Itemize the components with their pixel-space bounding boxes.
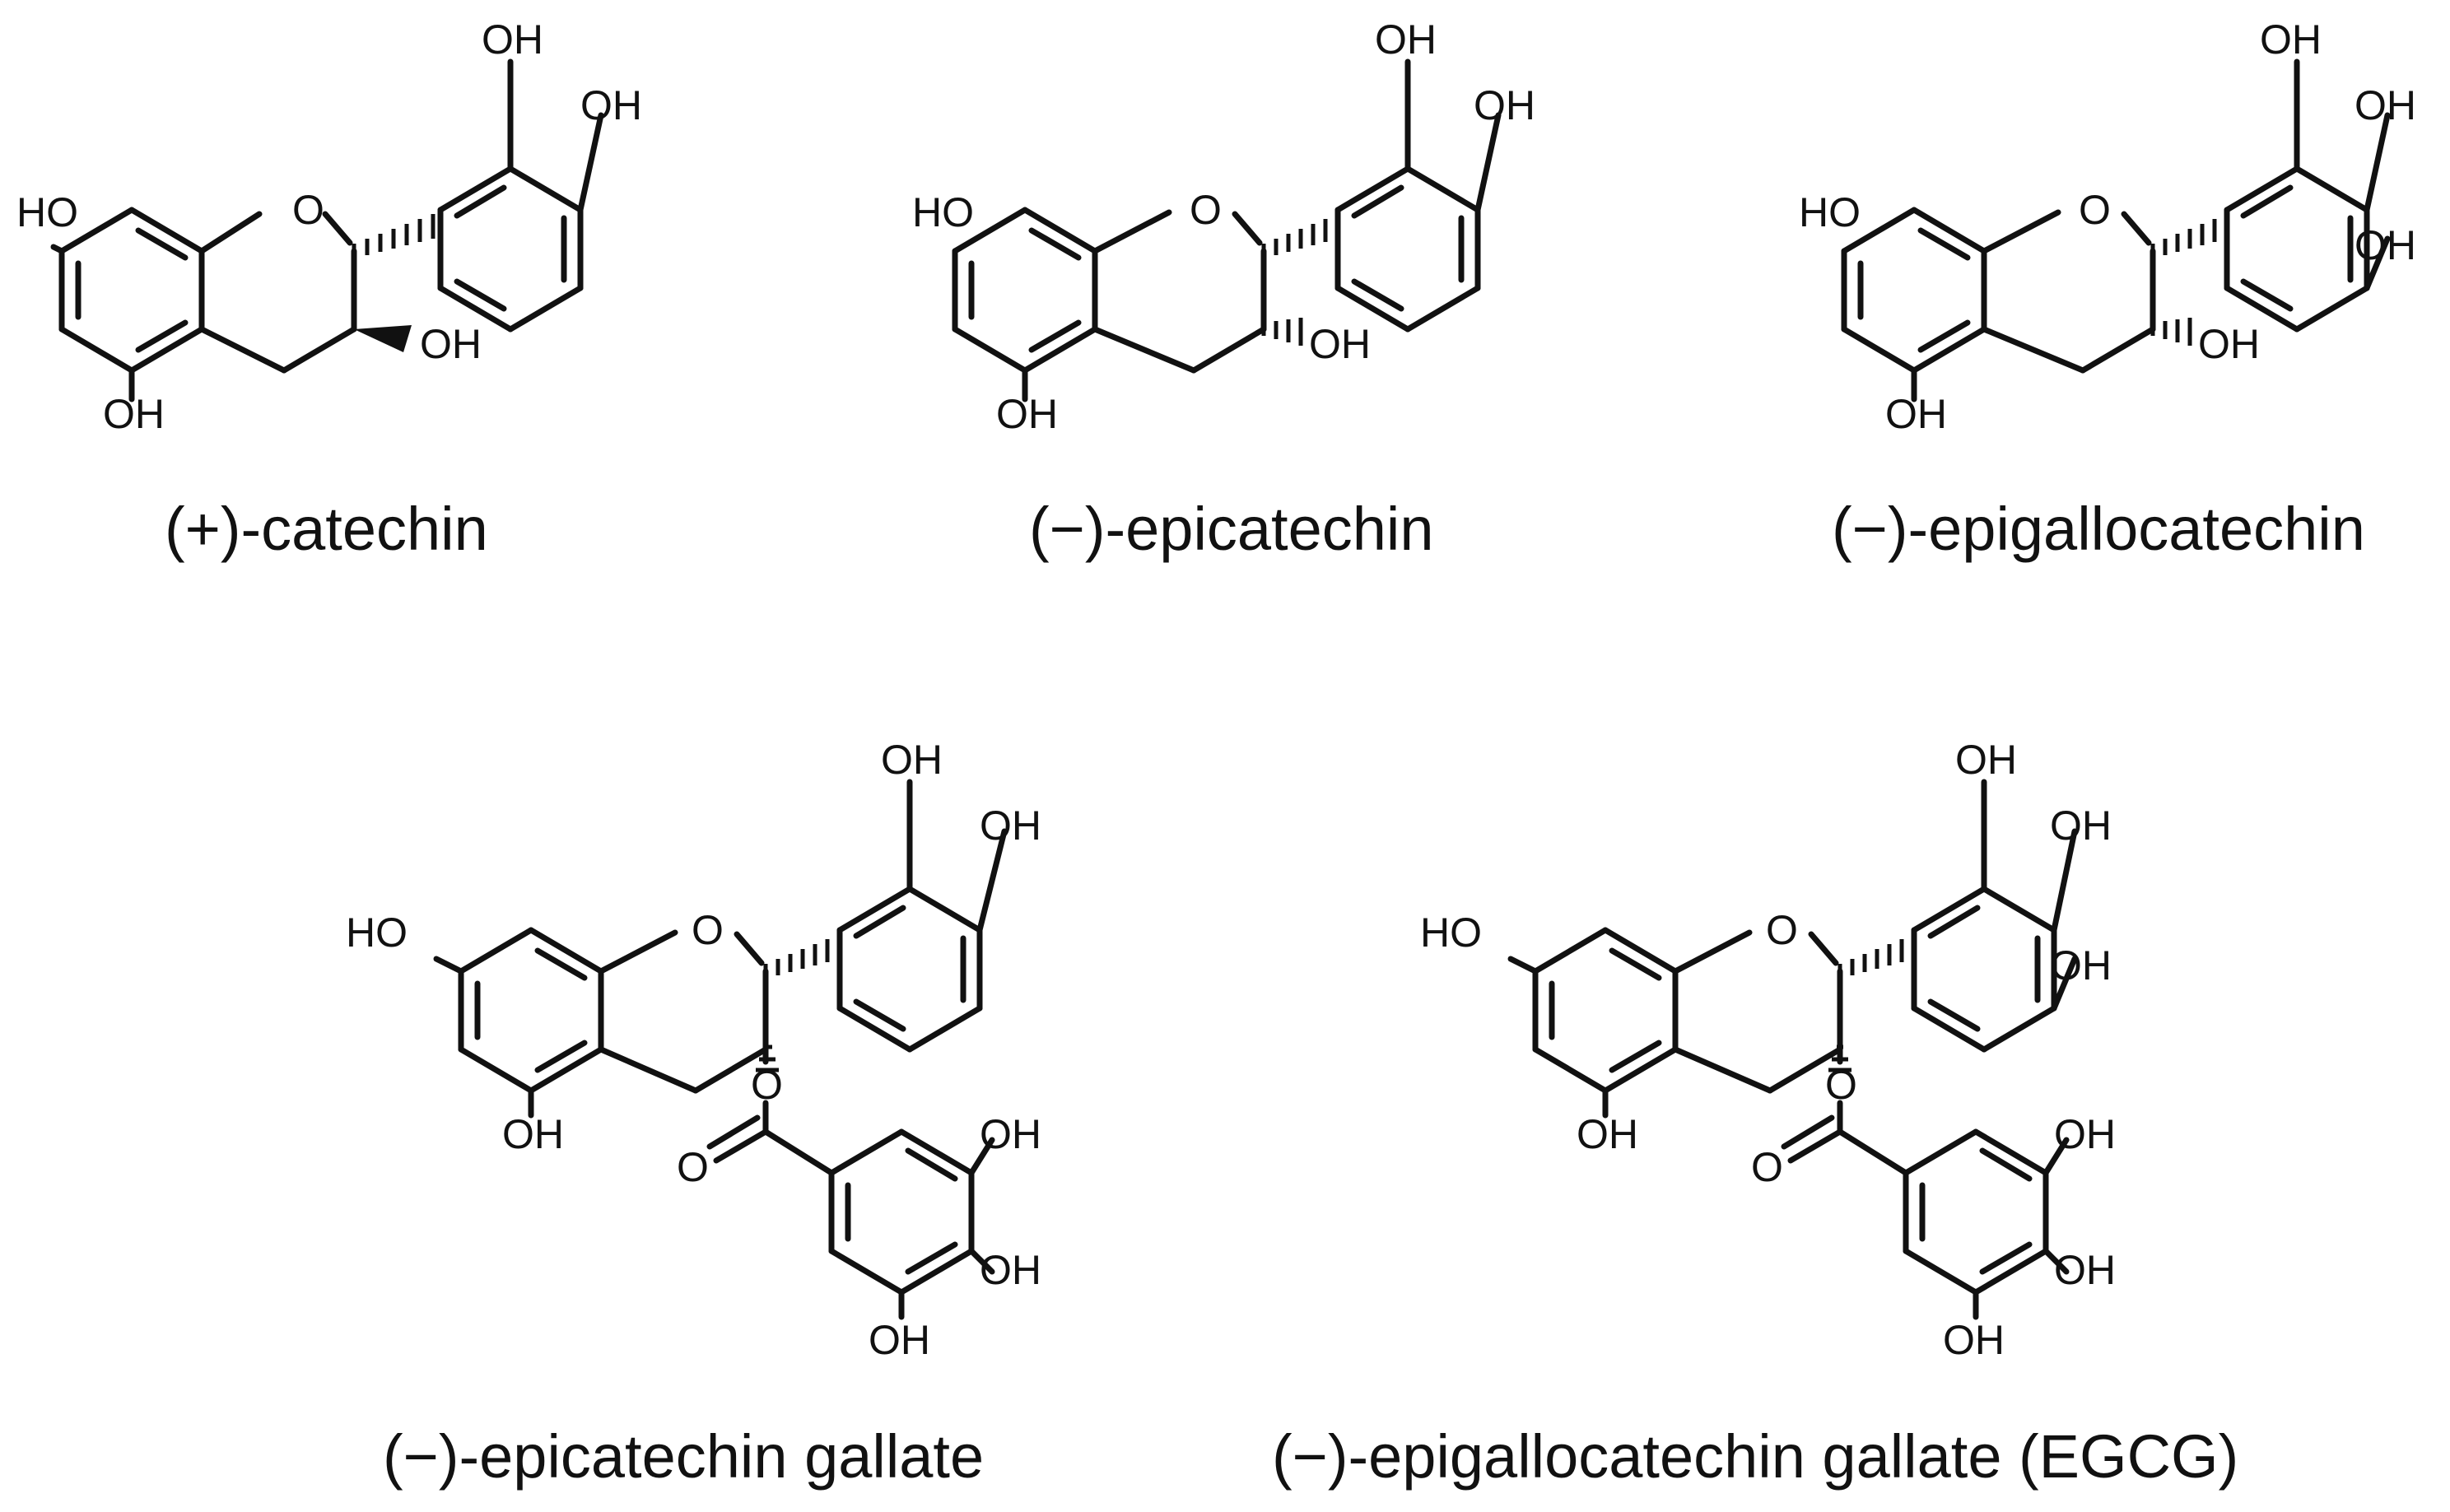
atom-label: OH <box>1375 16 1437 63</box>
atom-label: OH <box>2050 942 2112 989</box>
atom-label: OH <box>502 1111 564 1157</box>
carbonyl-oxygen-label: O <box>677 1144 709 1190</box>
atom-label: OH <box>980 803 1041 849</box>
atom-label: HO <box>1420 910 1482 956</box>
ring-oxygen-label: O <box>692 907 724 953</box>
ring-oxygen-label: O <box>292 187 324 233</box>
ring-oxygen-label: O <box>1766 907 1798 953</box>
ester-oxygen-label: O <box>751 1062 783 1108</box>
structure-epicatechin <box>952 58 1502 402</box>
atom-label: OH <box>103 391 165 437</box>
atom-label: OH <box>2198 321 2260 367</box>
molecule-name: (+)-catechin <box>165 495 488 563</box>
atom-label: OH <box>482 16 543 63</box>
atom-label: HO <box>1799 189 1861 235</box>
atom-label: OH <box>2054 1247 2116 1293</box>
molecule-name: (−)-epicatechin <box>1029 495 1434 563</box>
atom-label: OH <box>2050 803 2112 849</box>
atom-label: OH <box>2355 222 2416 268</box>
molecule-catechin: HO OH O OH OH OH (+)-catechin <box>16 16 642 563</box>
atom-label: OH <box>2355 82 2416 128</box>
molecule-epigallocatechin: HO OH O OH OH OH OH (−)-epigallocatechin <box>1799 16 2416 563</box>
carbonyl-oxygen-label: O <box>1751 1144 1783 1190</box>
ring-oxygen-label: O <box>2079 187 2111 233</box>
molecule-name: (−)-epicatechin gallate <box>383 1422 984 1491</box>
ring-oxygen-label: O <box>1190 187 1222 233</box>
structure-egcg <box>1507 779 2078 1320</box>
atom-label: OH <box>1309 321 1371 367</box>
atom-label: OH <box>996 391 1058 437</box>
atom-label: OH <box>1577 1111 1638 1157</box>
molecule-epicatechin: HO OH O OH OH OH (−)-epicatechin <box>912 16 1535 563</box>
molecule-epicatechin-gallate: HO OH O O O OH OH OH OH OH (−)-epicatech… <box>346 737 1041 1491</box>
atom-label: OH <box>980 1247 1041 1293</box>
atom-label: OH <box>869 1317 930 1363</box>
structure-epicatechin-gallate <box>433 779 1008 1320</box>
atom-label: HO <box>912 189 974 235</box>
atom-label: OH <box>580 82 642 128</box>
atom-label: HO <box>346 910 408 956</box>
atom-label: OH <box>980 1111 1041 1157</box>
atom-label: OH <box>1885 391 1947 437</box>
atom-label: HO <box>16 189 78 235</box>
structure-catechin <box>50 58 604 402</box>
atom-label: OH <box>420 321 482 367</box>
atom-label: OH <box>2054 1111 2116 1157</box>
atom-label: OH <box>1943 1317 2005 1363</box>
atom-label: OH <box>1474 82 1535 128</box>
molecule-name: (−)-epigallocatechin gallate (EGCG) <box>1272 1422 2238 1491</box>
ester-oxygen-label: O <box>1825 1062 1857 1108</box>
atom-label: OH <box>1955 737 2017 783</box>
molecule-name: (−)-epigallocatechin <box>1832 495 2365 563</box>
molecule-egcg: HO OH O O O OH OH OH OH OH OH (−)-epigal… <box>1272 737 2238 1491</box>
structure-epigallocatechin <box>1841 58 2391 402</box>
atom-label: OH <box>881 737 943 783</box>
atom-label: OH <box>2260 16 2322 63</box>
